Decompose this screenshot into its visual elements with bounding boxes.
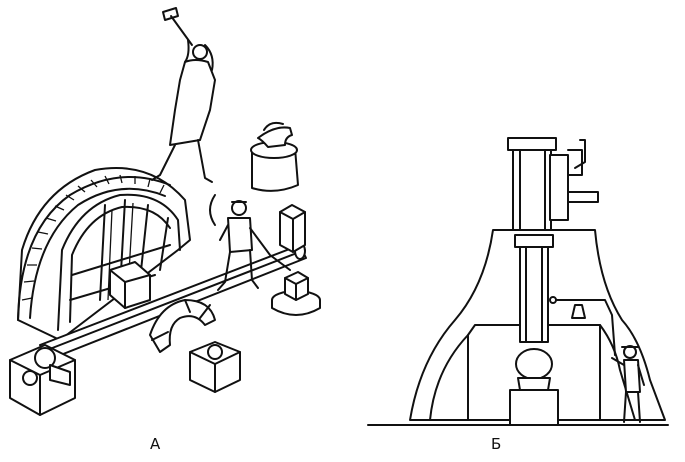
anvil-on-stump: [250, 121, 299, 192]
steam-cylinder: [507, 137, 599, 231]
figure-a-water-hammer: [9, 7, 321, 416]
cam-wheel: [149, 299, 216, 353]
main-shaft: [39, 242, 307, 361]
hub-block: [109, 261, 151, 309]
anvil-block: [509, 389, 559, 426]
operator-figure: [611, 345, 645, 423]
worker-figure: [209, 194, 291, 291]
anvil-base: [271, 271, 321, 316]
bearing-left: [9, 344, 76, 416]
hammer-head: [279, 204, 306, 253]
figure-label-b: Б: [491, 435, 502, 453]
blacksmith-figure: [151, 7, 216, 183]
ram: [514, 234, 554, 391]
control-rod: [552, 299, 616, 356]
figure-label-a: А: [150, 435, 161, 453]
bearing-right: [189, 341, 241, 393]
figure-b-steam-hammer: [367, 137, 669, 426]
